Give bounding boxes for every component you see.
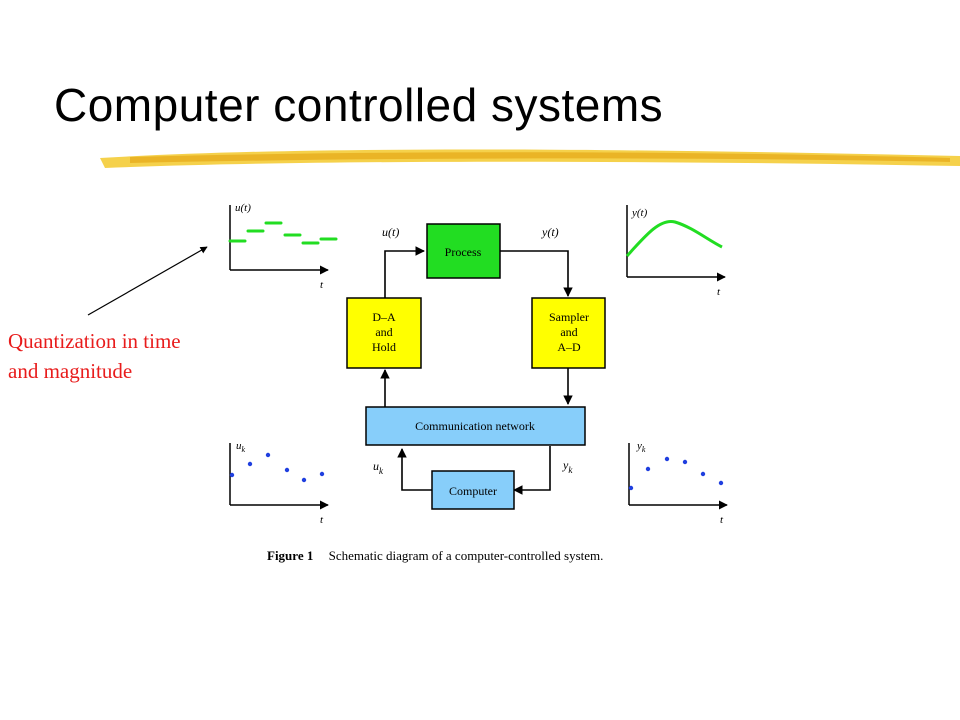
process-label: Process (445, 245, 482, 259)
plot-y-k: yk t (628, 440, 728, 526)
signal-u-k: uk (373, 459, 384, 476)
da-hold-label-3: Hold (372, 340, 396, 354)
computer-label: Computer (449, 484, 497, 498)
signal-y-t: y(t) (541, 225, 559, 239)
sampler-label-2: and (560, 325, 577, 339)
plot-y-k-ylabel: yk (636, 440, 646, 454)
da-hold-label-2: and (375, 325, 392, 339)
slide-title: Computer controlled systems (54, 79, 664, 131)
sampler-label-3: A–D (557, 340, 581, 354)
signal-y-k: yk (562, 458, 573, 475)
caption-text: Schematic diagram of a computer-controll… (329, 548, 604, 563)
sampler-label-1: Sampler (549, 310, 589, 324)
annotation-arrow (87, 246, 208, 316)
plot-u-k-ylabel: uk (236, 440, 246, 454)
process-block (426, 223, 501, 279)
plot-u-k: uk t (229, 440, 329, 526)
plot-y-t-ylabel: y(t) (631, 207, 648, 219)
plot-y-t-xlabel: t (717, 286, 721, 298)
plot-y-t: y(t) t (625, 205, 726, 298)
caption-bold: Figure 1 (267, 548, 313, 563)
plot-u-t: u(t) t (228, 202, 338, 291)
network-block (365, 406, 586, 446)
annotation-line-1: Quantization in time (8, 329, 181, 353)
da-hold-block (346, 297, 422, 369)
plot-y-k-xlabel: t (720, 514, 724, 526)
plot-u-t-ylabel: u(t) (235, 202, 251, 214)
annotation-text: Quantization in time and magnitude (8, 326, 181, 386)
loop-wires (380, 246, 573, 495)
figure-caption: Figure 1 Schematic diagram of a computer… (267, 548, 603, 563)
computer-block (431, 470, 515, 510)
plot-u-k-xlabel: t (320, 514, 324, 526)
plot-u-t-xlabel: t (320, 279, 324, 291)
signal-u-t: u(t) (382, 225, 399, 239)
sampler-block (531, 297, 606, 369)
network-label: Communication network (415, 419, 535, 433)
da-hold-label-1: D–A (372, 310, 396, 324)
annotation-line-2: and magnitude (8, 359, 133, 383)
